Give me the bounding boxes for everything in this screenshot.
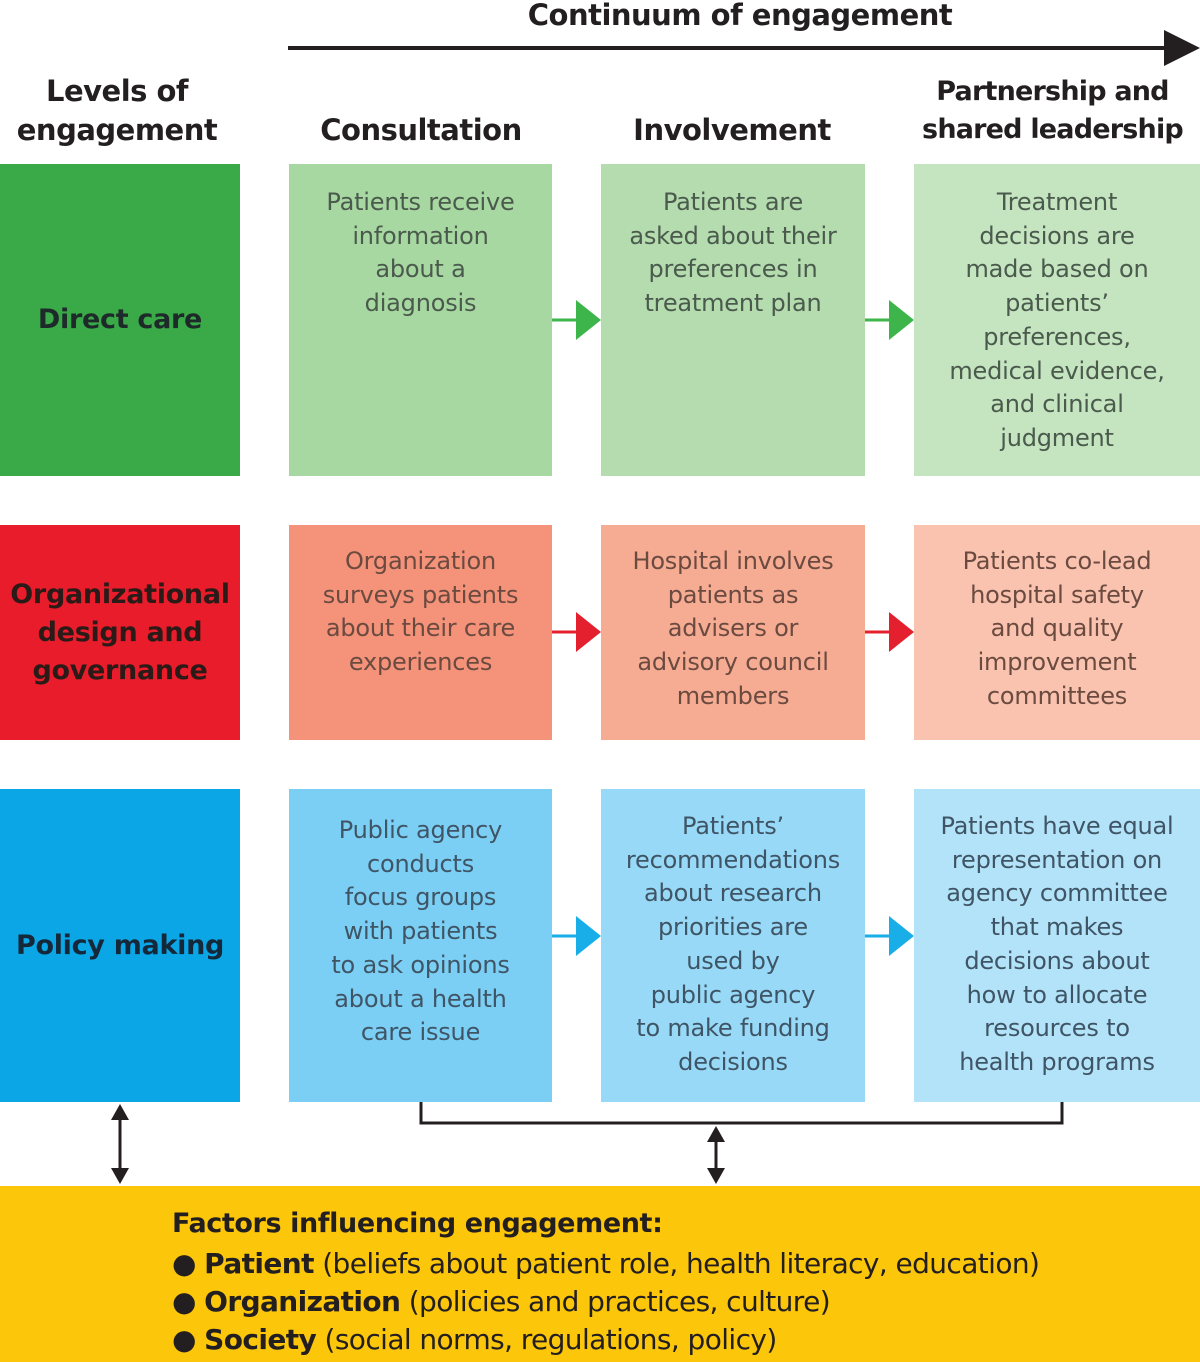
factor-name: Patient [204, 1247, 314, 1280]
factor-detail: (social norms, regulations, policy) [324, 1323, 778, 1356]
cell-direct-care-consultation: Patients receive information about a dia… [289, 164, 552, 476]
arrow-right-icon [552, 612, 601, 652]
cell-direct-care-involvement: Patients are asked about their preferenc… [601, 164, 865, 476]
double-arrow-icon [706, 1126, 726, 1182]
bullet-icon: ● [172, 1285, 196, 1318]
cell-policy-consultation: Public agency conducts focus groups with… [289, 789, 552, 1102]
factors-panel: Factors influencing engagement: ● Patien… [0, 1186, 1200, 1362]
factor-item: ● Patient (beliefs about patient role, h… [172, 1247, 1040, 1280]
column-header-consultation: Consultation [320, 113, 522, 147]
bullet-icon: ● [172, 1247, 196, 1280]
arrow-right-icon [552, 916, 601, 956]
factor-detail: (beliefs about patient role, health lite… [322, 1247, 1040, 1280]
factor-item: ● Organization (policies and practices, … [172, 1285, 831, 1318]
level-direct-care: Direct care [0, 164, 240, 476]
factor-name: Society [204, 1323, 317, 1356]
arrow-right-icon [865, 612, 914, 652]
arrow-right-icon [865, 916, 914, 956]
double-arrow-icon [110, 1104, 130, 1182]
cell-policy-involvement: Patients’ recommendations about research… [601, 789, 865, 1102]
cell-direct-care-partnership: Treatment decisions are made based on pa… [914, 164, 1200, 476]
bullet-icon: ● [172, 1323, 196, 1356]
column-header-partnership: Partnership and shared leadership [922, 76, 1184, 145]
cell-organizational-partnership: Patients co-lead hospital safety and qua… [914, 525, 1200, 740]
cell-organizational-consultation: Organization surveys patients about thei… [289, 525, 552, 740]
continuum-title: Continuum of engagement [527, 0, 953, 32]
continuum-arrow [288, 30, 1200, 66]
column-header-involvement: Involvement [633, 113, 831, 147]
factor-item: ● Society (social norms, regulations, po… [172, 1323, 777, 1356]
cell-policy-partnership: Patients have equal representation on ag… [914, 789, 1200, 1102]
factor-name: Organization [204, 1285, 401, 1318]
level-policy-making: Policy making [0, 789, 240, 1102]
cell-organizational-involvement: Hospital involves patients as advisers o… [601, 525, 865, 740]
level-organizational-governance: Organizational design and governance [0, 525, 240, 740]
factors-title: Factors influencing engagement: [172, 1208, 663, 1239]
arrow-right-icon [865, 300, 914, 340]
bracket-connector [111, 1102, 1064, 1184]
factor-detail: (policies and practices, culture) [408, 1285, 831, 1318]
arrow-right-icon [552, 300, 601, 340]
levels-header: Levels of engagement [16, 74, 218, 147]
